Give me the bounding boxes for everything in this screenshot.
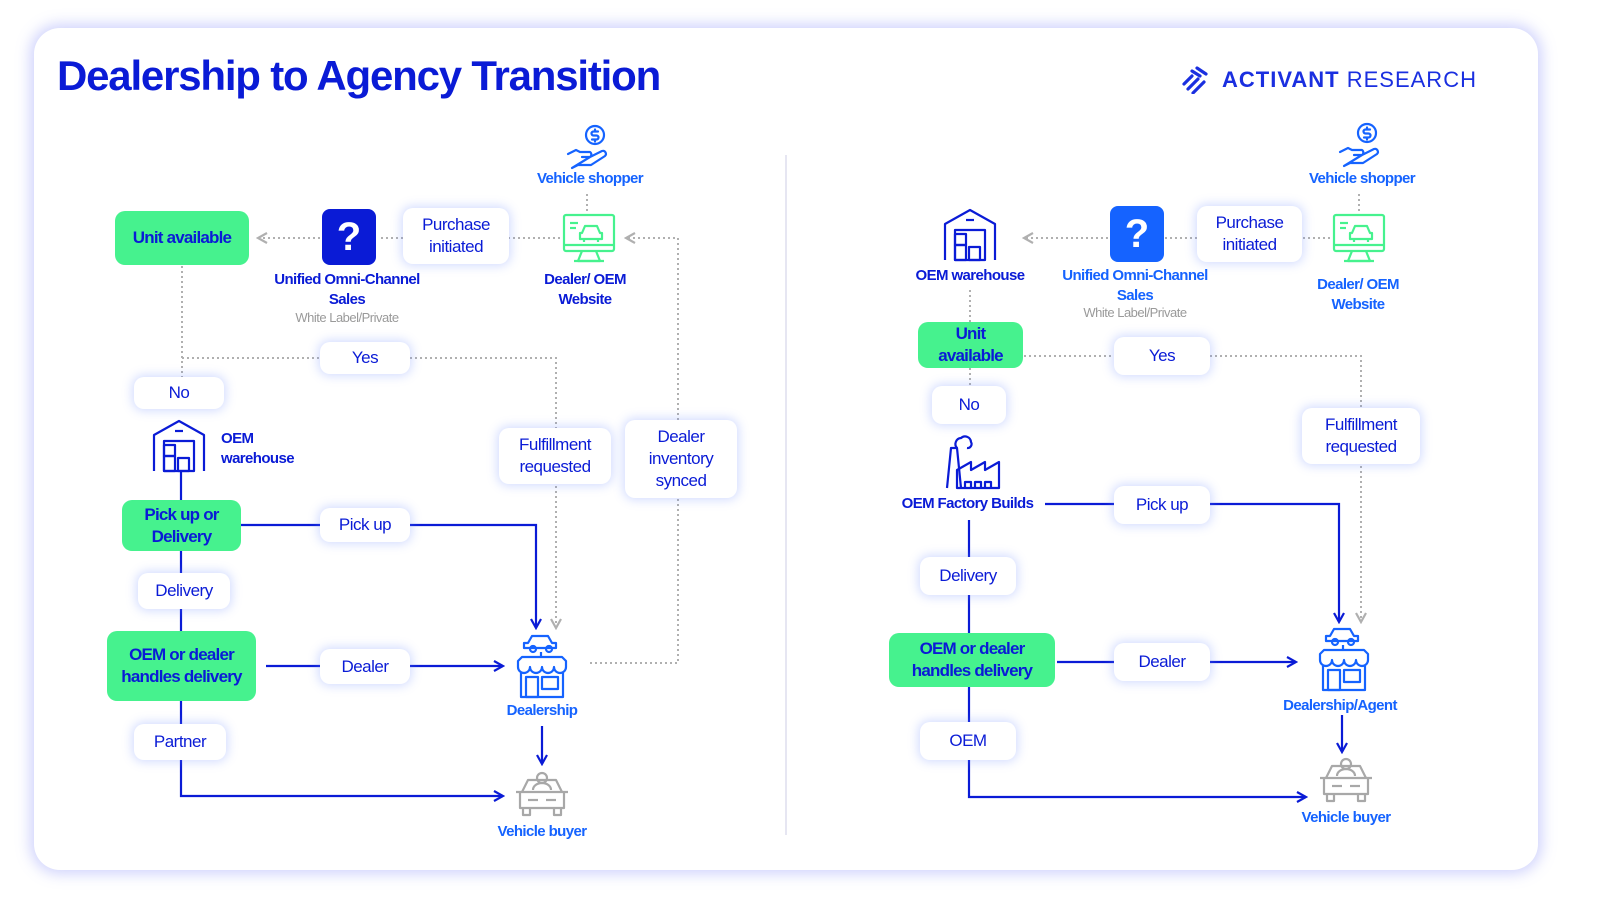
oem-pill: OEM [920, 722, 1016, 760]
website-monitor-icon [1332, 213, 1386, 263]
fulfillment-requested-pill: Fulfillment requested [1302, 408, 1420, 464]
dealer-pill: Dealer [1114, 643, 1210, 681]
question-icon: ? [1110, 206, 1164, 262]
dealer-pill: Dealer [320, 649, 410, 684]
oem-or-dealer-box: OEM or dealer handles delivery [889, 633, 1055, 687]
factory-icon [945, 435, 1001, 490]
vehicle-buyer-icon [516, 771, 568, 817]
vehicle-buyer-icon [1320, 757, 1372, 803]
vehicle-shopper-label: Vehicle shopper [1308, 170, 1416, 187]
no-pill: No [134, 377, 224, 409]
vehicle-buyer-label: Vehicle buyer [1301, 809, 1392, 826]
purchase-initiated-pill: Purchase initiated [1197, 206, 1302, 262]
logo-brand: ACTIVANT [1222, 67, 1340, 92]
pick-up-pill: Pick up [320, 508, 410, 542]
fulfillment-requested-pill: Fulfillment requested [499, 428, 611, 484]
dotted-yes-to-fulfill [410, 357, 557, 428]
website-label: Dealer/ OEM Website [1317, 276, 1399, 313]
website-label: Dealer/ OEM Website [544, 271, 626, 308]
unit-available-box: Unit available [115, 211, 249, 265]
no-pill: No [932, 386, 1006, 424]
oem-warehouse-label: OEM warehouse [221, 430, 295, 467]
delivery-pill: Delivery [920, 557, 1016, 595]
dealer-inventory-synced-pill: Dealer inventory synced [625, 420, 737, 498]
delivery-pill: Delivery [138, 573, 230, 609]
warehouse-icon [152, 419, 206, 473]
panel-divider [785, 155, 787, 835]
partner-to-buyer [179, 760, 503, 796]
page-title: Dealership to Agency Transition [57, 52, 661, 99]
vehicle-shopper-label: Vehicle shopper [536, 170, 644, 187]
logo-suffix: RESEARCH [1346, 67, 1477, 92]
oem-or-dealer-box: OEM or dealer handles delivery [107, 631, 256, 701]
dealership-agent-label: Dealership/Agent [1283, 697, 1397, 714]
oem-warehouse-label: OEM warehouse [915, 267, 1026, 284]
omni-channel-label: Unified Omni-Channel Sales [274, 271, 420, 308]
pickup-to-dealership [410, 523, 536, 628]
vehicle-buyer-label: Vehicle buyer [497, 823, 588, 840]
yes-pill: Yes [1114, 337, 1210, 375]
warehouse-icon [943, 208, 997, 262]
hand-dollar-icon [566, 124, 607, 170]
omni-channel-label: Unified Omni-Channel Sales [1062, 267, 1208, 304]
oem-factory-builds-label: OEM Factory Builds [901, 495, 1034, 512]
activant-logo: ACTIVANT RESEARCH [1182, 64, 1477, 96]
dealership-label: Dealership [506, 702, 578, 719]
purchase-initiated-pill: Purchase initiated [403, 208, 509, 264]
dotted-inventory-to-website [626, 238, 679, 420]
pick-up-pill: Pick up [1114, 486, 1210, 524]
unit-available-box: Unit available [918, 322, 1023, 368]
omni-channel-sublabel: White Label/Private [1083, 305, 1187, 320]
website-monitor-icon [562, 213, 616, 263]
question-icon: ? [322, 209, 376, 265]
yes-pill: Yes [320, 342, 410, 374]
dotted-dealership-to-inventory [590, 498, 679, 664]
dealership-icon [1318, 627, 1370, 692]
hand-dollar-icon [1338, 122, 1379, 168]
pickup-or-delivery-box: Pick up or Delivery [122, 500, 241, 551]
dealership-icon [516, 634, 568, 699]
omni-channel-sublabel: White Label/Private [295, 310, 399, 325]
partner-pill: Partner [134, 724, 226, 760]
activant-mark-icon [1182, 66, 1208, 94]
